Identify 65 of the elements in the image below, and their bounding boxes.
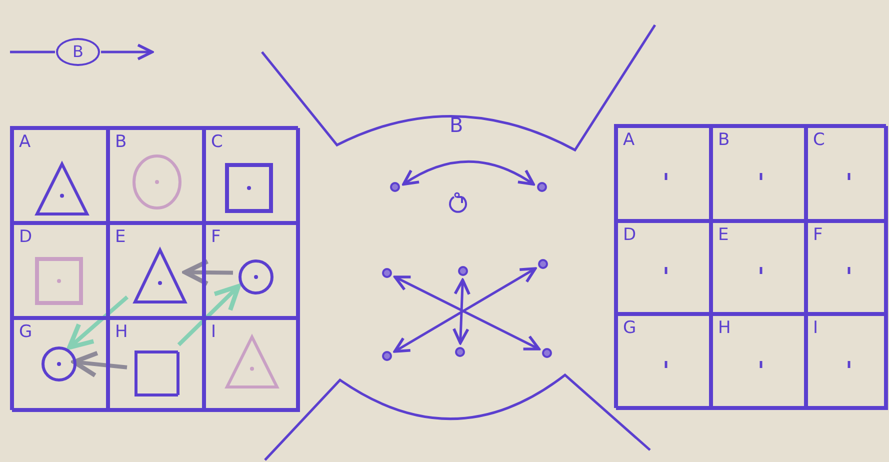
arrow (72, 350, 128, 378)
grid-cell (806, 314, 888, 410)
box-symbol (34, 256, 84, 306)
cell-letter: F (813, 226, 823, 244)
grid-cell (204, 318, 300, 412)
dot (458, 266, 468, 276)
heading-letter: B (450, 113, 464, 137)
cell-letter: E (718, 226, 729, 244)
grid-cell (616, 126, 711, 221)
grid-cell (108, 128, 204, 223)
arrow (101, 44, 154, 60)
cell-letter: H (115, 323, 128, 341)
circle-symbol (41, 346, 77, 382)
grid-cell (711, 221, 806, 314)
arrow (182, 259, 234, 286)
grid-cell (108, 318, 204, 412)
triangle-symbol (132, 247, 188, 305)
grid-cell (12, 128, 108, 223)
grid-cell (806, 221, 888, 314)
circle-symbol (238, 259, 274, 295)
grid-cell (204, 128, 300, 223)
grid-cell (12, 223, 108, 318)
grid-cell (12, 318, 108, 412)
cell-letter: G (623, 319, 636, 337)
grid-cell (806, 126, 888, 221)
cell-letter: A (623, 131, 635, 149)
cell-letter: C (813, 131, 825, 149)
arrow (67, 296, 129, 350)
grid-cell (204, 223, 300, 318)
cell-letter: G (19, 323, 32, 341)
dot (382, 268, 392, 278)
grid-cell (616, 221, 711, 314)
cell-letter: D (623, 226, 636, 244)
bracket-symbol (132, 349, 182, 399)
cell-letter: I (813, 319, 818, 337)
dot (382, 351, 392, 361)
cell-letter: B (115, 133, 127, 151)
cell-letter: A (19, 133, 31, 151)
grid-frame (614, 124, 886, 408)
cell-letter: F (211, 228, 221, 246)
grid-frame (10, 126, 298, 410)
grid-cell (616, 314, 711, 410)
cell-letter: D (19, 228, 32, 246)
triangle-symbol (34, 161, 90, 217)
dot (542, 348, 552, 358)
grid-cell (711, 126, 806, 221)
double-arrow (452, 278, 471, 344)
line (10, 50, 55, 54)
ellipse-node: B (56, 38, 100, 66)
dot (455, 347, 465, 357)
double-arrow (402, 160, 535, 186)
triangle-symbol (224, 334, 280, 390)
cell-letter: H (718, 319, 731, 337)
box-symbol (224, 162, 274, 214)
dot (538, 259, 548, 269)
circle-symbol (132, 154, 182, 210)
cell-letter: C (211, 133, 223, 151)
cell-letter: E (115, 228, 126, 246)
dot (390, 182, 400, 192)
cell-letter: I (211, 323, 216, 341)
grid-cell (711, 314, 806, 410)
grid-cell (108, 223, 204, 318)
arrow (177, 284, 241, 346)
dot (537, 182, 547, 192)
cell-letter: B (718, 131, 730, 149)
